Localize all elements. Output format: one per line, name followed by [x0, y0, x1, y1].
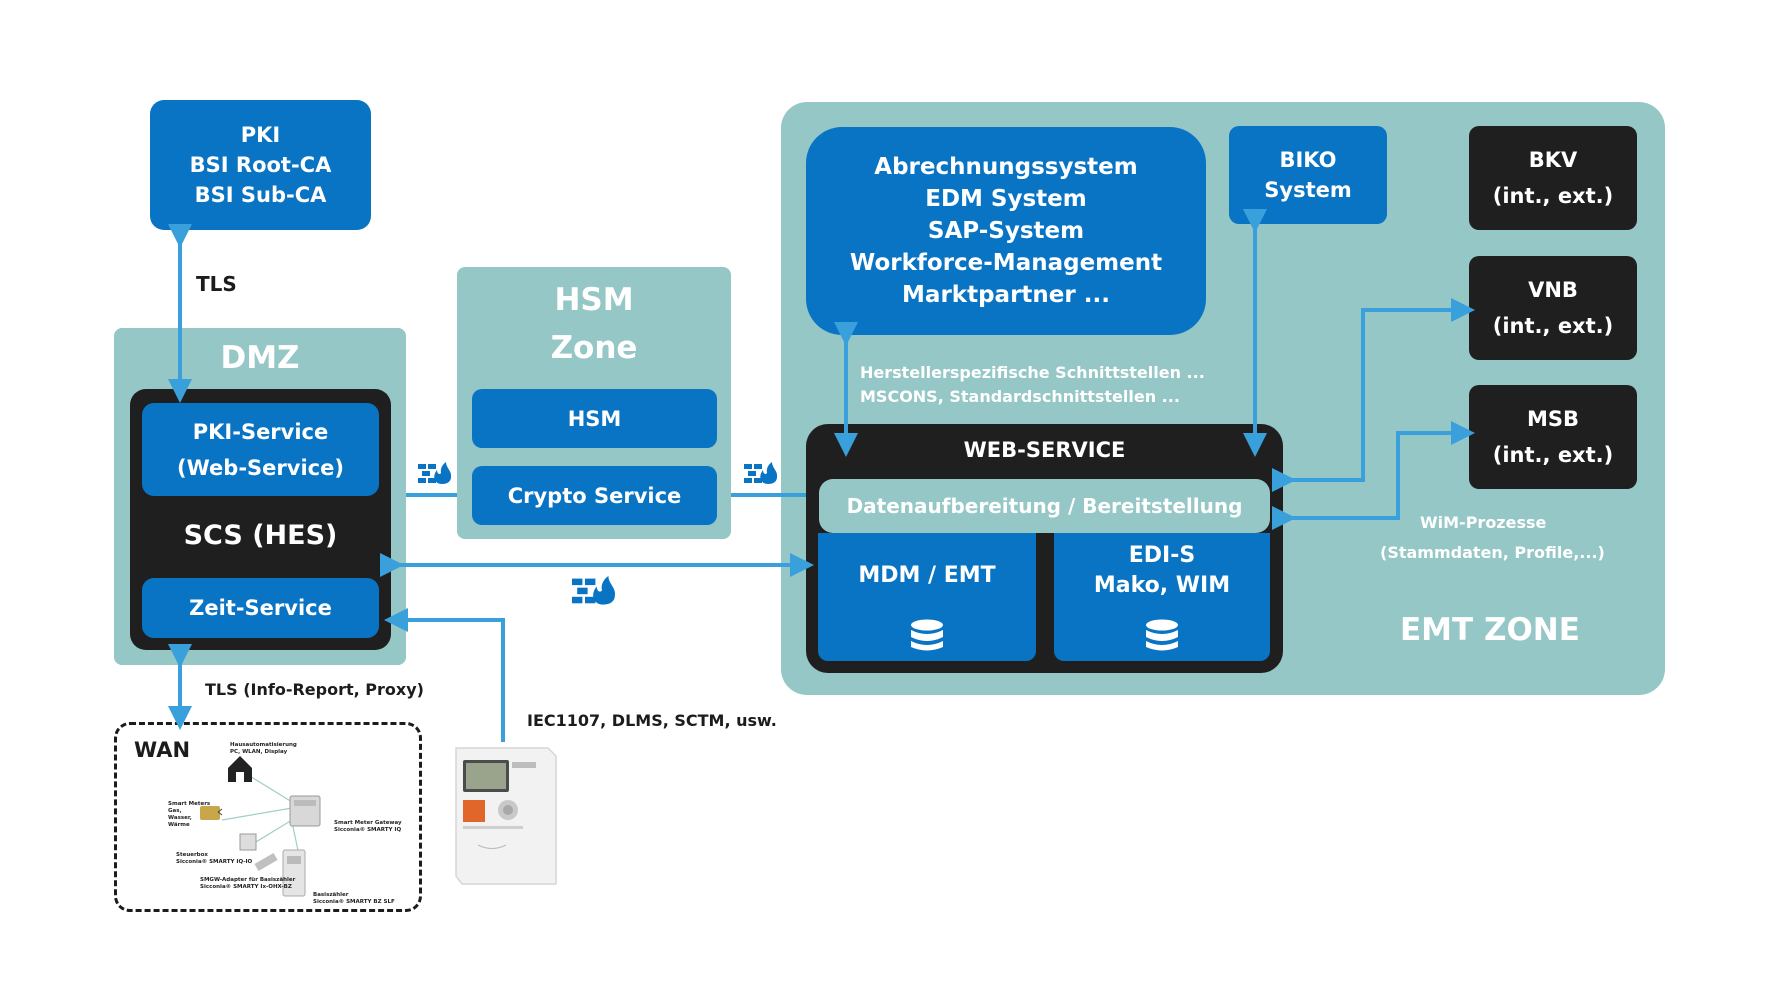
bkv-box: BKV (int., ext.): [1469, 126, 1637, 230]
biko-sublabel: System: [1264, 178, 1352, 202]
biko-label: BIKO: [1279, 148, 1337, 172]
iec-label: IEC1107, DLMS, SCTM, usw.: [527, 711, 777, 730]
hsm-label: HSM: [567, 406, 622, 431]
database-icon: [1146, 619, 1178, 651]
edi-box: EDI-S Mako, WIM: [1054, 533, 1270, 661]
mdm-box: MDM / EMT: [818, 533, 1036, 661]
hsm-zone-title-2: Zone: [550, 330, 638, 366]
vnb-box: VNB (int., ext.): [1469, 256, 1637, 360]
edi-label: EDI-S: [1128, 543, 1196, 568]
vnb-label: VNB: [1528, 278, 1578, 302]
firewall-icon: [572, 576, 616, 605]
pki-label: PKI: [240, 123, 281, 147]
system-abrechnung: Abrechnungssystem: [874, 154, 1138, 180]
msb-sublabel: (int., ext.): [1492, 443, 1614, 467]
interfaces-label-1: Herstellerspezifische Schnittstellen ...: [860, 363, 1205, 382]
wan-title: WAN: [134, 738, 191, 762]
crypto-service-box: Crypto Service: [472, 466, 717, 525]
pki-service-box: PKI-Service (Web-Service): [142, 403, 379, 496]
hsm-zone-title: HSM Zone: [457, 276, 731, 372]
wan-zone: [114, 722, 422, 912]
system-workforce: Workforce-Management: [849, 250, 1163, 276]
tls-label: TLS: [196, 272, 237, 296]
scs-hes-label: SCS (HES): [183, 520, 338, 551]
hsm-box: HSM: [472, 389, 717, 448]
tls-info-label: TLS (Info-Report, Proxy): [205, 680, 424, 699]
wim-label-1: WiM-Prozesse: [1420, 513, 1547, 532]
system-sap: SAP-System: [927, 218, 1085, 244]
database-icon: [911, 619, 943, 651]
backend-systems-box: Abrechnungssystem EDM System SAP-System …: [806, 127, 1206, 335]
crypto-service-label: Crypto Service: [507, 483, 682, 508]
edi-sublabel: Mako, WIM: [1093, 573, 1231, 598]
pki-service-sublabel: (Web-Service): [177, 455, 344, 480]
emt-zone-title: EMT ZONE: [1400, 612, 1580, 648]
mdm-label: MDM / EMT: [858, 563, 996, 588]
firewall-icon: [418, 462, 452, 484]
wim-label-2: (Stammdaten, Profile,...): [1380, 543, 1605, 562]
vnb-sublabel: (int., ext.): [1492, 314, 1614, 338]
pki-sub-ca: BSI Sub-CA: [194, 183, 327, 207]
bkv-sublabel: (int., ext.): [1492, 184, 1614, 208]
msb-box: MSB (int., ext.): [1469, 385, 1637, 489]
firewall-icon: [744, 462, 778, 484]
pki-service-label: PKI-Service: [192, 419, 329, 444]
bkv-label: BKV: [1528, 148, 1578, 172]
web-service-title: WEB-SERVICE: [963, 438, 1126, 462]
pki-box: PKI BSI Root-CA BSI Sub-CA: [150, 100, 371, 230]
biko-system-box: BIKO System: [1229, 126, 1387, 224]
pki-root-ca: BSI Root-CA: [189, 153, 332, 177]
datenaufbereitung-bar: Datenaufbereitung / Bereitstellung: [819, 479, 1270, 533]
dmz-title: DMZ: [220, 340, 300, 376]
system-edm: EDM System: [925, 186, 1087, 212]
hsm-zone-title-1: HSM: [554, 282, 634, 318]
interfaces-label-2: MSCONS, Standardschnittstellen ...: [860, 387, 1180, 406]
zeit-service-box: Zeit-Service: [142, 578, 379, 638]
zeit-service-label: Zeit-Service: [189, 596, 332, 620]
system-marktpartner: Marktpartner ...: [902, 282, 1110, 308]
msb-label: MSB: [1526, 407, 1580, 431]
datenaufbereitung-label: Datenaufbereitung / Bereitstellung: [846, 494, 1243, 518]
